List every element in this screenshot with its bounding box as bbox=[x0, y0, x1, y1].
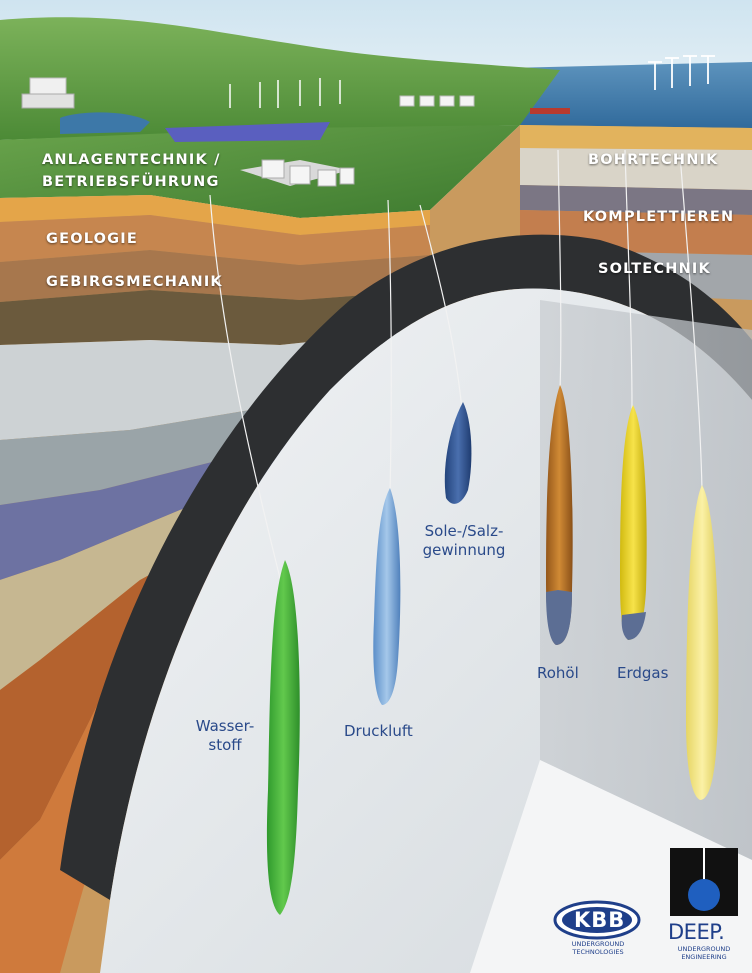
cavern-rohoel bbox=[546, 385, 573, 645]
layer-geologie bbox=[0, 215, 430, 265]
label-sole-line1: Sole-/Salz- bbox=[424, 522, 504, 540]
lake bbox=[60, 112, 150, 134]
label-gebirgsmechanik: GEBIRGSMECHANIK bbox=[46, 274, 223, 290]
label-wasserstoff-line1: Wasser- bbox=[195, 717, 255, 735]
wells bbox=[209, 149, 703, 611]
cavern-erdgas-brine bbox=[621, 612, 646, 640]
label-erdgas: Erdgas bbox=[617, 664, 669, 682]
green-hills bbox=[0, 17, 560, 141]
label-wasserstoff-line2: stoff bbox=[208, 736, 242, 754]
salt-dome-floor bbox=[470, 760, 752, 973]
kbb-logo-sub2: TECHNOLOGIES bbox=[572, 948, 624, 956]
wind-turbines-offshore bbox=[648, 55, 715, 90]
layer-gebirgsmechanik bbox=[0, 250, 430, 302]
label-sole-line2: gewinnung bbox=[422, 541, 506, 559]
tank-farm bbox=[399, 95, 475, 107]
label-bohrtechnik: BOHRTECHNIK bbox=[588, 152, 719, 168]
label-soltechnik: SOLTECHNIK bbox=[598, 261, 711, 277]
ship bbox=[530, 108, 570, 114]
cavern-druckluft bbox=[373, 488, 401, 705]
label-betriebsfuehrung: BETRIEBSFÜHRUNG bbox=[42, 174, 220, 190]
right-layer-grey bbox=[520, 148, 752, 190]
cavern-wasserstoff bbox=[266, 560, 300, 915]
kbb-logo-sub1: UNDERGROUND bbox=[571, 940, 625, 948]
right-layer-dark bbox=[520, 185, 752, 215]
label-anlagentechnik: ANLAGENTECHNIK / bbox=[42, 152, 221, 168]
solar-field bbox=[165, 122, 330, 142]
label-komplettieren: KOMPLETTIEREN bbox=[583, 209, 735, 225]
wind-turbines-onshore bbox=[229, 78, 341, 108]
deep-logo-sub2: ENGINEERING bbox=[681, 953, 727, 961]
cavern-erdgas bbox=[620, 405, 647, 640]
cavern-sole bbox=[444, 402, 472, 504]
caprock-rim bbox=[60, 234, 752, 901]
deep-logo-name: DEEP. bbox=[668, 920, 725, 944]
cavern-yellow-right bbox=[686, 485, 719, 800]
deep-logo-sub1: UNDERGROUND bbox=[677, 945, 731, 953]
label-rohoel: Rohöl bbox=[537, 664, 579, 682]
pumped-storage-base bbox=[21, 93, 75, 109]
pumped-storage-building bbox=[29, 77, 67, 97]
deep-logo-shape bbox=[670, 848, 738, 916]
label-wasserstoff: Wasser- stoff bbox=[190, 717, 260, 755]
kbb-logo-name: KBB bbox=[574, 908, 626, 932]
label-druckluft: Druckluft bbox=[344, 722, 413, 740]
right-layer-top bbox=[520, 125, 752, 150]
plant-facility bbox=[240, 159, 355, 187]
layer-topsoil bbox=[0, 195, 430, 235]
kbb-logo-shape bbox=[553, 900, 641, 940]
cavern-rohoel-brine bbox=[546, 590, 572, 645]
label-geologie: GEOLOGIE bbox=[46, 231, 138, 247]
label-sole-salzgewinnung: Sole-/Salz- gewinnung bbox=[412, 522, 516, 560]
